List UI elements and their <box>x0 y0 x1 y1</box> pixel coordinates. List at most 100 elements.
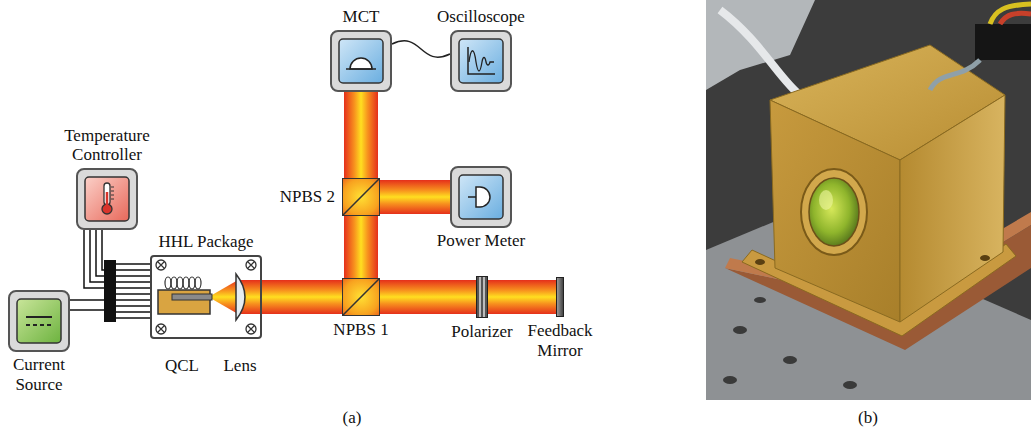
package-photo <box>975 24 1031 60</box>
instrument-icon <box>343 279 379 315</box>
part-label: Lens <box>223 356 256 376</box>
instrument-icon <box>10 292 68 350</box>
package-photo <box>843 381 857 389</box>
package-photo <box>733 326 747 334</box>
instrument-icon <box>26 316 52 318</box>
instrument-icon <box>459 175 503 219</box>
package-photo <box>819 190 833 210</box>
instrument-icon <box>111 187 114 199</box>
control-wire <box>102 230 150 270</box>
instrument-icon <box>106 192 109 207</box>
power-meter: Power Meter <box>450 166 512 228</box>
package-interior <box>195 277 201 289</box>
instrument-icon <box>26 324 52 326</box>
control-wires <box>84 230 104 288</box>
node-label: HHL Package <box>158 232 253 252</box>
instrument-icon <box>452 32 510 90</box>
package-interior <box>158 326 165 333</box>
package-interior <box>171 277 177 289</box>
package-interior <box>248 262 255 269</box>
control-wires <box>96 230 104 276</box>
panel-label: (b) <box>858 408 878 428</box>
package-interior <box>156 260 256 334</box>
package-photo <box>1000 13 1031 24</box>
package-interior <box>212 280 238 314</box>
mct-detector: MCT <box>330 30 392 92</box>
control-wires <box>116 275 150 277</box>
node-label: Oscilloscope <box>437 7 525 27</box>
package-photo <box>720 10 800 95</box>
package-photo <box>706 0 1031 400</box>
laser-beam <box>380 280 476 314</box>
package-interior <box>165 277 201 289</box>
node-label: NPBS 1 <box>333 320 388 340</box>
package-photo <box>754 297 766 303</box>
instrument-icon <box>343 179 379 215</box>
laser-beam <box>488 280 556 314</box>
instrument-icon <box>452 168 510 226</box>
package-interior <box>246 260 256 270</box>
package-interior <box>246 324 256 334</box>
package-interior <box>183 277 189 289</box>
package-interior <box>156 324 166 334</box>
control-wires <box>116 263 150 265</box>
signal-cable <box>392 41 450 57</box>
package-photo <box>723 376 737 384</box>
node-label: NPBS 2 <box>280 187 335 207</box>
instrument-icon <box>343 179 379 215</box>
instrument-icon <box>346 68 376 70</box>
polarizer-plate: Polarizer <box>476 276 488 318</box>
instrument-icon <box>343 279 379 315</box>
node-label: Current Source <box>3 355 75 394</box>
package-photo <box>930 60 980 90</box>
beam-splitter-cube: NPBS 2 <box>342 178 380 216</box>
package-photo <box>706 0 1031 400</box>
package-interior <box>248 326 255 333</box>
package-interior <box>172 294 212 300</box>
package-interior <box>236 274 245 320</box>
instrument-icon <box>78 170 136 228</box>
package-interior <box>189 277 195 289</box>
node-label: MCT <box>343 7 380 27</box>
current-source: Current Source <box>8 290 70 352</box>
laser-beam <box>380 180 450 214</box>
instrument-icon <box>459 39 503 83</box>
package-photo <box>980 255 990 261</box>
control-wires <box>116 311 150 313</box>
package-photo <box>770 100 900 322</box>
temperature-controller: Temperature Controller <box>76 168 138 230</box>
instrument-icon <box>85 177 129 221</box>
package-photo <box>801 169 867 255</box>
package-photo <box>783 356 797 364</box>
control-wires <box>70 309 104 311</box>
beam-splitter-cube: NPBS 1 <box>342 278 380 316</box>
instrument-icon <box>339 39 383 83</box>
node-label: Feedback Mirror <box>520 321 600 360</box>
instrument-icon <box>469 51 494 71</box>
feedback-mirror: Feedback Mirror <box>556 277 564 317</box>
instrument-icon <box>17 299 61 343</box>
package-photo <box>990 4 1031 24</box>
instrument-icon <box>350 58 372 69</box>
panel-label: (a) <box>343 408 362 428</box>
package-interior <box>156 260 166 270</box>
oscilloscope: Oscilloscope <box>450 30 512 92</box>
instrument-icon <box>468 47 495 74</box>
package-interior <box>158 262 165 269</box>
node-label: Temperature Controller <box>57 126 157 165</box>
laser-package: HHL Package <box>150 255 262 339</box>
control-wires <box>116 305 150 307</box>
package-photo <box>900 95 1005 322</box>
package-interior <box>165 277 171 289</box>
instrument-icon <box>332 32 390 90</box>
control-wires <box>116 281 150 283</box>
instrument-icon <box>468 196 476 198</box>
instrument-icon <box>476 187 490 207</box>
package-photo <box>809 178 859 246</box>
package-interior <box>158 262 255 333</box>
package-photo <box>755 259 765 265</box>
laser-beam <box>344 92 378 178</box>
